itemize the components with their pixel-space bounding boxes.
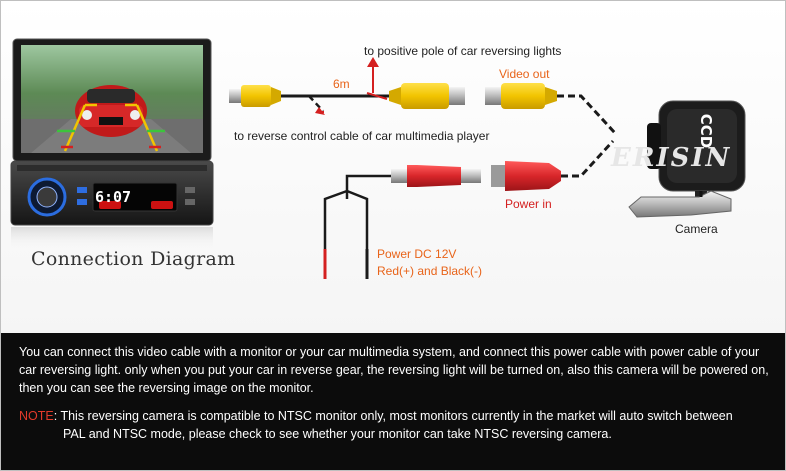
description-paragraph: You can connect this video cable with a … [19, 345, 769, 395]
dc-plug-left [391, 165, 481, 187]
note-text-line-2: PAL and NTSC mode, please check to see w… [63, 427, 612, 441]
note-block: NOTE : This reversing camera is compatib… [19, 407, 771, 443]
connection-diagram: 6:07 [1, 1, 785, 333]
label-power-in: Power in [505, 197, 552, 211]
description-panel: You can connect this video cable with a … [1, 333, 785, 470]
note-text-line-1: : This reversing camera is compatible to… [53, 409, 733, 423]
label-power-dc: Power DC 12V [377, 247, 457, 261]
rca-plug-left [229, 85, 281, 107]
head-unit-clock: 6:07 [95, 188, 131, 206]
diagram-title: Connection Diagram [31, 248, 236, 270]
reversing-camera [628, 100, 746, 218]
label-polarity: Red(+) and Black(-) [377, 264, 483, 278]
label-video-out: Video out [499, 67, 550, 81]
rca-plug-video-out [485, 83, 557, 109]
label-camera: Camera [675, 222, 718, 236]
head-unit [10, 38, 214, 251]
rca-jack-middle [389, 83, 465, 109]
label-reverse-control: to reverse control cable of car multimed… [234, 129, 490, 143]
brand-watermark: ERISIN [611, 143, 732, 173]
label-positive-pole: to positive pole of car reversing lights [364, 44, 562, 58]
diagram-graphics: 6:07 [10, 38, 746, 279]
note-label: NOTE [19, 409, 54, 423]
label-cable-length: 6m [333, 77, 350, 91]
dc-jack-right [491, 161, 561, 191]
camera-ccd-badge: CCD [697, 114, 715, 148]
